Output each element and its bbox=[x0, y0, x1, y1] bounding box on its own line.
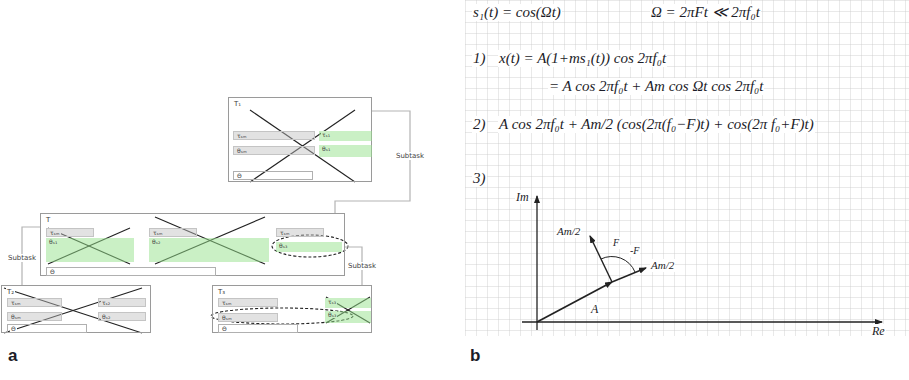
field-label: Θ bbox=[10, 325, 17, 332]
cross-line bbox=[4, 288, 142, 333]
task-box: T₂ τₛₘ τₛ₂ θₛₘ θₛ₂ Θ bbox=[1, 285, 151, 333]
field-label: θₛₘ bbox=[236, 147, 248, 154]
shared-field: θₛ₁ bbox=[319, 145, 372, 157]
field-label: Θ bbox=[221, 325, 228, 332]
parameter-field: τₛₘ bbox=[276, 228, 324, 237]
field-label: τₛₘ bbox=[10, 299, 22, 306]
field-label: τₛₘ bbox=[49, 229, 61, 236]
parameter-field: θₛₘ bbox=[218, 313, 278, 322]
task-box: T₁ τₛₘ τₛ₁ θₛₘ θₛ₁ Θ bbox=[228, 97, 372, 182]
shared-field: θₛ₃ bbox=[325, 311, 371, 323]
connector-label: Subtask bbox=[395, 152, 425, 160]
handwritten-formula: A cos 2πf₀t + Am/2 (cos(2π(f₀−F)t) + cos… bbox=[498, 116, 815, 133]
parameter-field: τₛₘ bbox=[218, 298, 278, 307]
field-label: τₛₘ bbox=[221, 299, 233, 306]
task-title: T₃ bbox=[217, 288, 226, 296]
shared-field: τₛ₁ bbox=[319, 131, 372, 141]
field-label: τₛₘ bbox=[152, 229, 164, 236]
cross-line bbox=[4, 288, 142, 333]
axis-label: Re bbox=[871, 324, 886, 338]
handwritten-formula: = A cos 2πf₀t + Am cos Ωt cos 2πf₀t bbox=[548, 78, 764, 95]
parameter-field: τₛₘ bbox=[149, 228, 197, 237]
field-label: τₛ₃ bbox=[327, 298, 337, 305]
subtask-connector bbox=[335, 111, 410, 213]
parameter-field: θₛₘ bbox=[233, 146, 315, 155]
field-label: τₛₘ bbox=[236, 132, 248, 139]
parameter-field: θₛ₂ bbox=[98, 312, 146, 321]
shared-field: θₛ₁ bbox=[46, 238, 134, 262]
step-number: 3) bbox=[472, 170, 487, 187]
sideband-phasor bbox=[612, 268, 646, 282]
parameter-field: τₛ₂ bbox=[98, 298, 146, 307]
shared-field: θₛ₂ bbox=[149, 238, 269, 262]
result-field: Θ bbox=[233, 171, 313, 180]
parameter-field: τₛₘ bbox=[233, 131, 315, 140]
task-title: T₁ bbox=[233, 100, 242, 108]
shared-field: θₛ₃ bbox=[276, 242, 342, 252]
shared-field: τₛ₃ bbox=[325, 298, 371, 308]
result-field: Θ bbox=[7, 324, 87, 333]
field-label: τₛ₁ bbox=[321, 131, 331, 138]
field-label: θₛ₃ bbox=[278, 242, 288, 249]
carrier-phasor bbox=[537, 282, 612, 322]
task-title: T₂ bbox=[6, 288, 15, 296]
result-field: Θ bbox=[218, 324, 298, 333]
dashed-ellipse bbox=[272, 235, 348, 257]
field-label: τₛₘ bbox=[279, 229, 291, 236]
task-box: Tτₛₘ θₛ₁ τₛₘ θₛ₂ τₛₘ θₛ₃ Θ bbox=[40, 213, 345, 276]
handwritten-formula: x(t) = A(1+ms₁(t)) cos 2πf₀t bbox=[498, 50, 667, 67]
parameter-field: τₛₘ bbox=[7, 298, 62, 307]
phasor-plot bbox=[522, 196, 882, 330]
field-label: θₛₘ bbox=[10, 313, 22, 320]
phasor-label: Am/2 bbox=[650, 259, 675, 272]
field-label: τₛ₂ bbox=[101, 299, 111, 306]
parameter-field: θₛₘ bbox=[7, 312, 62, 321]
strike-crosses bbox=[4, 110, 370, 333]
imag-axis bbox=[536, 196, 537, 330]
field-label: θₛ₂ bbox=[101, 313, 111, 320]
result-field: Θ bbox=[46, 267, 216, 276]
field-label: θₛ₂ bbox=[151, 238, 161, 245]
step-number: 2) bbox=[472, 116, 487, 133]
field-label: θₛ₁ bbox=[48, 238, 58, 245]
panel-letter: b bbox=[470, 346, 480, 366]
axis-label: Im bbox=[515, 190, 530, 204]
task-box: T₃ τₛₘ τₛ₃ θₛₘ θₛ₃ Θ bbox=[212, 285, 372, 333]
angle-label: F bbox=[612, 237, 620, 249]
rotation-arc bbox=[601, 257, 635, 272]
phasor-label: Am/2 bbox=[556, 225, 581, 238]
field-label: θₛ₃ bbox=[327, 311, 337, 318]
handwritten-formula: s₁(t) = cos(Ωt) bbox=[472, 4, 562, 21]
task-title: T bbox=[45, 216, 51, 224]
phasor-label: A bbox=[590, 302, 599, 316]
field-label: θₛₘ bbox=[221, 314, 233, 321]
grid-paper bbox=[465, 0, 909, 336]
handwritten-formula: Ω = 2πFt ≪ 2πf₀t bbox=[650, 4, 761, 21]
field-label: Θ bbox=[236, 172, 243, 179]
connector-label: Subtask bbox=[347, 262, 377, 270]
panel-letter: a bbox=[8, 346, 17, 366]
real-axis bbox=[522, 321, 882, 322]
field-label: Θ bbox=[49, 268, 56, 275]
parameter-field: τₛₘ bbox=[46, 228, 94, 237]
angle-label: -F bbox=[629, 245, 640, 257]
field-label: θₛ₁ bbox=[321, 145, 331, 152]
step-number: 1) bbox=[472, 50, 487, 67]
connector-label: Subtask bbox=[7, 254, 37, 262]
